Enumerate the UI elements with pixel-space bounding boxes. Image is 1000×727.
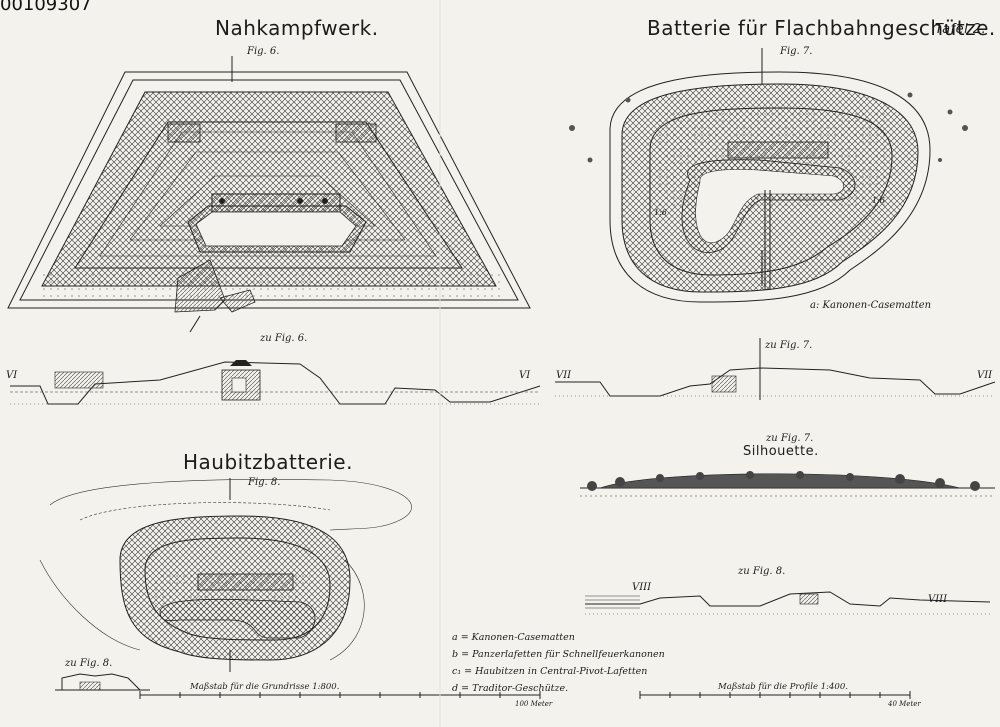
- legend-text: Traditor-Geschütze.: [472, 683, 569, 694]
- fig7-ratio-left: 1:6: [654, 208, 667, 217]
- legend-key: a: [452, 632, 458, 643]
- legend-key: b: [452, 649, 459, 660]
- legend-row-d: d = Traditor-Geschütze.: [452, 683, 569, 694]
- legend-key: c₁: [452, 666, 462, 677]
- fig8-label: Fig. 8.: [248, 477, 281, 488]
- fig6-label: Fig. 6.: [247, 46, 280, 57]
- fig7-profile-label: zu Fig. 7.: [765, 340, 813, 351]
- fig8-section-right: VIII: [928, 594, 948, 605]
- plan-scale-bar: [139, 691, 541, 699]
- fig7-label: Fig. 7.: [780, 46, 813, 57]
- fig8-small-profile: [55, 673, 150, 691]
- legend-text: Panzerlafetten für Schnellfeuerkanonen: [472, 649, 665, 660]
- profile-scale-end: 40 Meter: [888, 700, 921, 708]
- fig6-profile: [10, 360, 541, 405]
- legend: a = Kanonen-Casematten b = Panzerlafette…: [452, 632, 665, 694]
- fig6-section-left: VI: [6, 370, 18, 381]
- fig7-plan: [569, 48, 968, 303]
- sheet-id: 00109307: [0, 0, 92, 15]
- legend-row-c: c₁ = Haubitzen in Central-Pivot-Lafetten: [452, 666, 648, 677]
- fig8-profile-label: zu Fig. 8.: [738, 566, 786, 577]
- plan-scale-end: 100 Meter: [515, 700, 553, 708]
- fig6-profile-label: zu Fig. 6.: [260, 333, 308, 344]
- fig7-silhouette: [580, 471, 995, 497]
- plate-number: Tafel 2.: [935, 22, 987, 37]
- fig7-silhouette-label: zu Fig. 7.: [766, 433, 814, 444]
- profile-scale-label: Maßstab für die Profile 1:400.: [718, 682, 848, 692]
- fig7-title: Batterie für Flachbahngeschütze.: [647, 16, 996, 40]
- fig6-title: Nahkampfwerk.: [215, 16, 379, 40]
- fig7-note: a: Kanonen-Casematten: [810, 300, 932, 311]
- legend-row-b: b = Panzerlafetten für Schnellfeuerkanon…: [452, 649, 665, 660]
- fig7-silhouette-title: Silhouette.: [743, 444, 819, 459]
- profile-scale-bar: [639, 691, 911, 699]
- fig6-plan: [7, 56, 531, 333]
- fig8-section-left: VIII: [632, 582, 652, 593]
- fig8-plan: [39, 478, 412, 672]
- legend-row-a: a = Kanonen-Casematten: [452, 632, 575, 643]
- fig7-section-right: VII: [977, 370, 993, 381]
- fig6-section-right: VI: [519, 370, 531, 381]
- fig7-section-left: VII: [556, 370, 572, 381]
- legend-key: d: [452, 683, 459, 694]
- plan-scale-label: Maßstab für die Grundrisse 1:800.: [190, 682, 340, 692]
- fig8-small-label: zu Fig. 8.: [65, 658, 113, 669]
- legend-text: Haubitzen in Central-Pivot-Lafetten: [475, 666, 648, 677]
- fig8-title: Haubitzbatterie.: [183, 450, 353, 474]
- fig7-ratio-right: 1:6: [872, 196, 885, 205]
- fig8-profile: [585, 591, 991, 615]
- fig7-profile: [555, 338, 996, 400]
- legend-text: Kanonen-Casematten: [471, 632, 575, 643]
